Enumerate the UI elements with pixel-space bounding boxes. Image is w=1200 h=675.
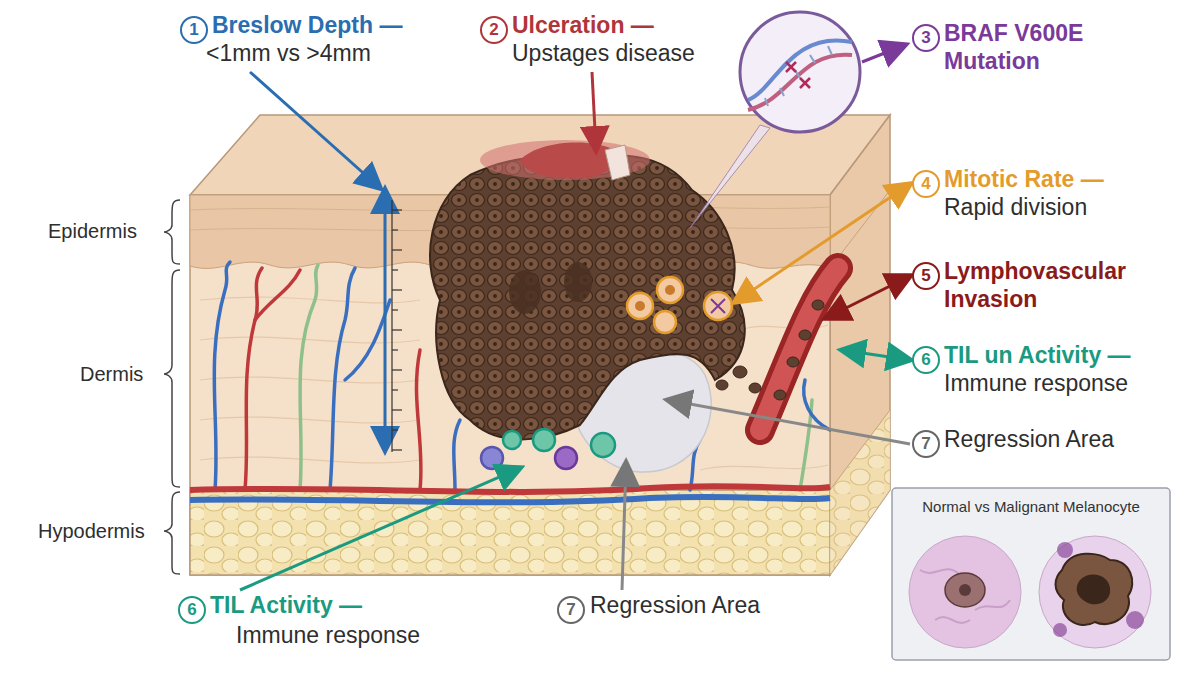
callout-number: 2 bbox=[480, 16, 508, 44]
callout-label: Hypodermis bbox=[38, 519, 145, 543]
callout-number: 4 bbox=[912, 170, 940, 198]
callout-number: 3 bbox=[912, 24, 940, 52]
callout-number: 6 bbox=[912, 346, 940, 374]
callout-label: Breslow Depth — bbox=[212, 12, 402, 40]
callout-number: 6 bbox=[178, 596, 206, 624]
callout-number: 7 bbox=[912, 430, 940, 458]
callout-label: Regression Area bbox=[590, 592, 760, 620]
callout-label: <1mm vs >4mm bbox=[206, 40, 371, 68]
callout-label: Ulceration — bbox=[512, 12, 654, 40]
inset-box: Normal vs Malignant Melanocyte bbox=[892, 488, 1170, 660]
callout-label: Immune response bbox=[236, 622, 420, 650]
callout-number: 7 bbox=[557, 596, 585, 624]
callout-label: Immune response bbox=[944, 370, 1128, 398]
callout-label: Upstages disease bbox=[512, 40, 695, 68]
callout-number: 5 bbox=[912, 262, 940, 290]
callout-label: Regression Area bbox=[944, 426, 1114, 454]
callout-number: 1 bbox=[180, 16, 208, 44]
callout-label: Lymphovascular Invasion bbox=[944, 258, 1124, 313]
callout-label: TIL un Activity — bbox=[944, 342, 1131, 370]
callout-label: TIL Activity — bbox=[210, 592, 362, 620]
callout-label: BRAF V600E Mutation bbox=[944, 20, 1104, 75]
inset-heading: Normal vs Malignant Melanocyte bbox=[892, 498, 1170, 515]
callout-label: Epidermis bbox=[48, 219, 137, 243]
callout-label: Dermis bbox=[80, 362, 143, 386]
callout-label: Mitotic Rate — bbox=[944, 166, 1104, 194]
callout-label: Rapid division bbox=[944, 194, 1087, 222]
